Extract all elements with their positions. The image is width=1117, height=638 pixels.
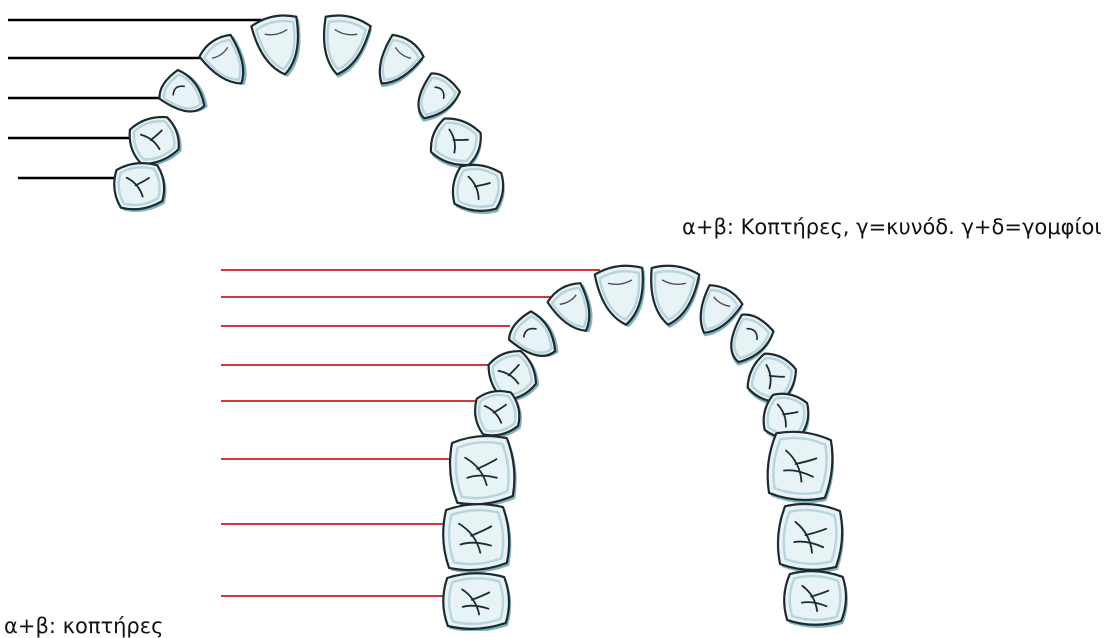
tooth	[594, 263, 652, 331]
primary-dentition-diagram	[8, 11, 508, 217]
tooth	[314, 12, 374, 83]
permanent-dentition-diagram	[221, 263, 849, 631]
tooth	[197, 30, 261, 97]
tooth	[783, 570, 849, 629]
tooth	[124, 111, 187, 172]
tooth	[765, 429, 838, 506]
permanent-arch-caption: α+β: κοπτήρες	[4, 614, 163, 638]
tooth	[450, 162, 508, 217]
tooth	[447, 433, 520, 510]
tooth	[250, 11, 310, 82]
tooth	[364, 31, 428, 98]
tooth	[442, 572, 512, 631]
tooth	[776, 502, 846, 575]
primary-arch-caption: α+β: Κοπτήρες, γ=κυνόδ. γ+δ=γομφίοι	[682, 215, 1102, 239]
tooth	[441, 502, 513, 575]
tooth	[644, 263, 702, 331]
tooth	[111, 160, 169, 215]
tooth	[545, 278, 606, 343]
